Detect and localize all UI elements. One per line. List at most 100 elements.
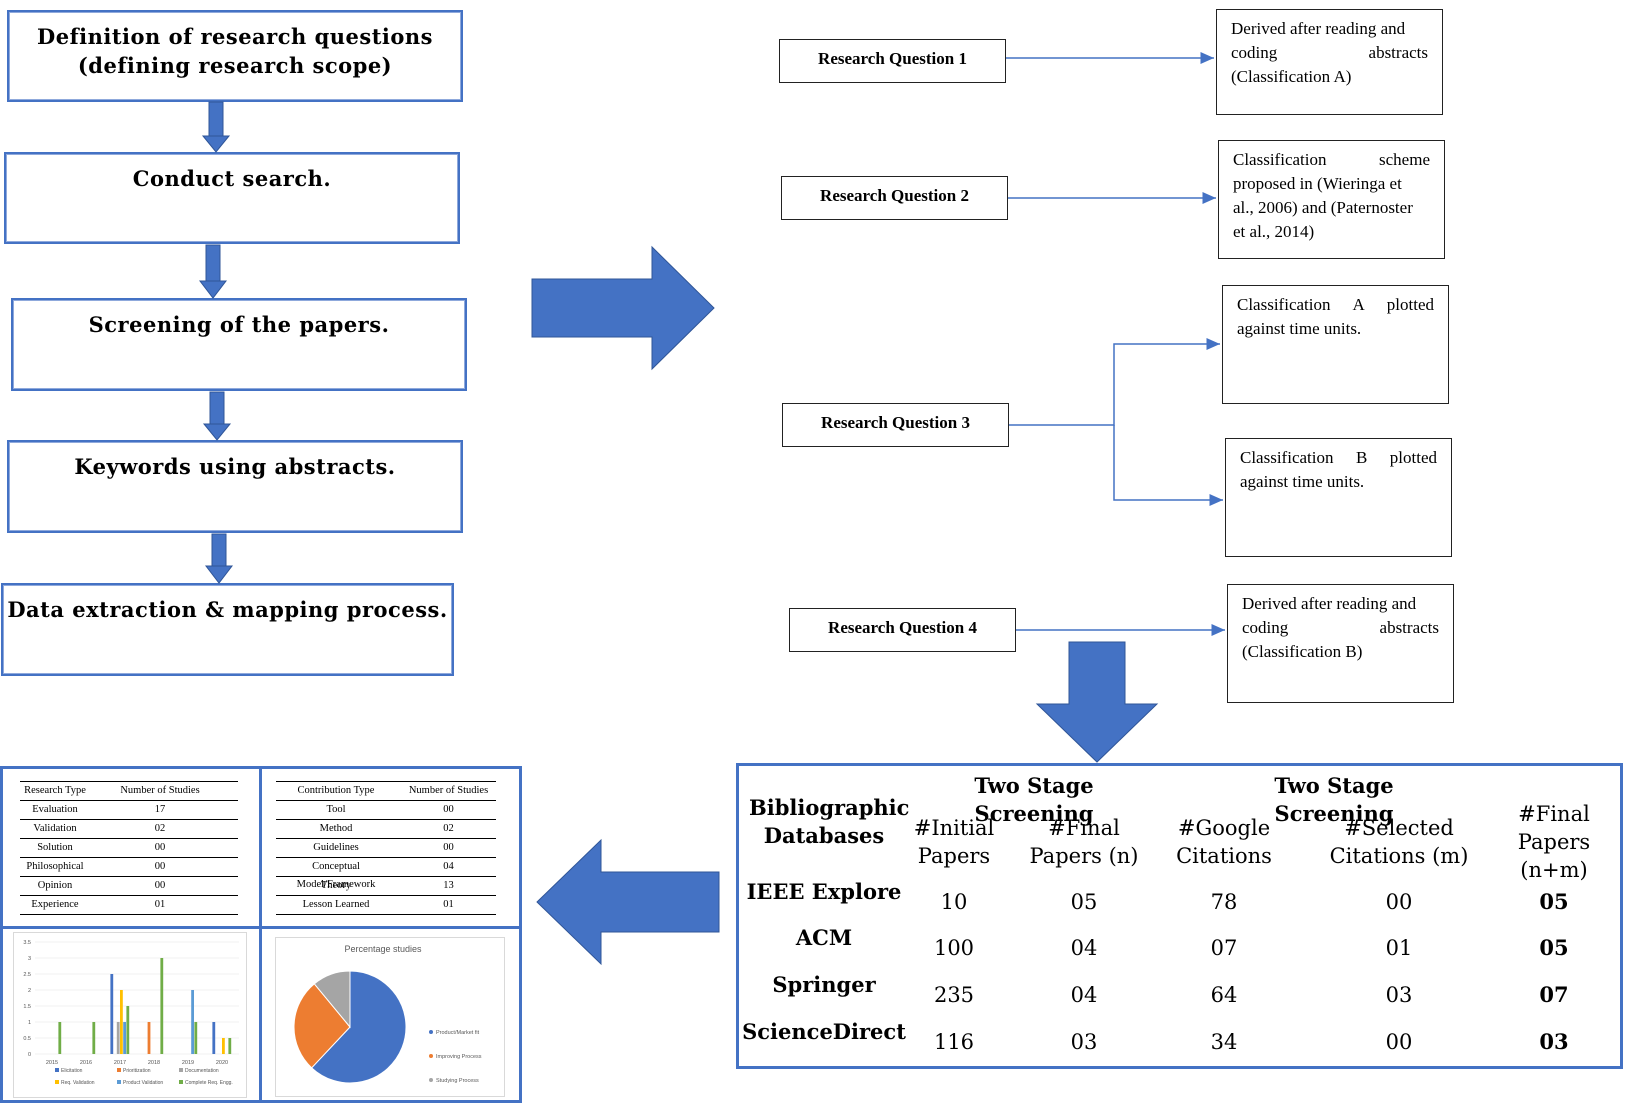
header-cell: Research Type xyxy=(24,785,86,796)
table-cell: 02 xyxy=(443,823,454,834)
table-cell: 05 xyxy=(1539,935,1569,960)
table-header-row: Research Type Number of Studies xyxy=(20,782,238,801)
header-google-citations: #Google Citations xyxy=(1159,814,1289,870)
panel-divider-vertical xyxy=(259,769,262,1103)
table-row: Opinion 00 xyxy=(20,877,238,896)
research-question-4: Research Question 4 xyxy=(789,608,1016,652)
table-row: Theory 13 xyxy=(276,877,496,896)
header-text: Databases xyxy=(763,823,885,848)
legend-label: Complete Req. Engg. xyxy=(185,1080,233,1086)
table-header-row: Contribution Type Number of Studies xyxy=(276,782,496,801)
cls-line: (Classification A) xyxy=(1231,67,1352,86)
header-selected-citations: #Selected Citations (m) xyxy=(1314,814,1484,870)
header-text: Citations (m) xyxy=(1329,844,1469,868)
table-cell: 64 xyxy=(1210,983,1238,1007)
rq-label: Research Question 2 xyxy=(820,186,969,205)
cls-line: Derived after reading and xyxy=(1242,594,1417,613)
table-cell: Tool xyxy=(326,804,346,815)
table-row: Lesson Learned 01 xyxy=(276,896,496,915)
legend-swatch xyxy=(55,1068,59,1072)
table-cell: 00 xyxy=(154,880,166,891)
bar xyxy=(116,1022,120,1054)
y-tick-label: 2 xyxy=(28,988,31,994)
legend-swatch xyxy=(429,1078,433,1082)
header-text: #Initial xyxy=(913,816,995,840)
cls-line: coding abstracts xyxy=(1242,618,1439,637)
legend-swatch xyxy=(179,1080,183,1084)
header-text: #Selected xyxy=(1344,816,1454,840)
y-tick-label: 3 xyxy=(28,956,31,962)
bar xyxy=(123,1022,126,1054)
table-cell: 04 xyxy=(1070,983,1098,1007)
down-arrow-icon xyxy=(201,101,231,153)
results-panel: Research Type Number of Studies Evaluati… xyxy=(0,766,522,1103)
table-cell: 05 xyxy=(1070,890,1098,914)
legend-label: Elicitation xyxy=(61,1068,83,1074)
table-cell: 01 xyxy=(443,899,454,910)
down-arrow-icon xyxy=(202,391,232,441)
header-text: Papers xyxy=(917,844,991,868)
table-cell: 03 xyxy=(1070,1030,1098,1054)
cls-line: Derived after reading and xyxy=(1231,19,1406,38)
x-tick-label: 2017 xyxy=(114,1060,126,1066)
cls-line: against time units. xyxy=(1240,472,1365,491)
flow-step-data-extraction: Data extraction & mapping process. xyxy=(1,583,454,676)
bar xyxy=(191,990,194,1054)
table-cell: Evaluation xyxy=(32,804,78,815)
y-tick-label: 0.5 xyxy=(23,1036,31,1042)
cls-line: coding abstracts xyxy=(1231,43,1428,62)
pie-slice xyxy=(293,983,351,1069)
table-cell: Theory xyxy=(320,880,352,891)
legend-swatch xyxy=(117,1080,121,1084)
table-row-db: ScienceDirect xyxy=(742,1019,906,1044)
cls-line: al., 2006) and (Paternoster xyxy=(1233,198,1413,217)
panel-divider-horizontal xyxy=(3,926,522,929)
x-tick-label: 2018 xyxy=(148,1060,160,1066)
legend-swatch xyxy=(55,1080,59,1084)
header-cell: Number of Studies xyxy=(408,785,489,796)
legend-swatch xyxy=(429,1054,433,1058)
header-cell: Contribution Type xyxy=(297,785,375,796)
table-cell: Guidelines xyxy=(313,842,359,853)
flow-step-text: Data extraction & mapping process. xyxy=(7,597,448,622)
x-tick-label: 2019 xyxy=(182,1060,194,1066)
header-text: #Final xyxy=(1048,816,1120,840)
header-cell: Number of Studies xyxy=(120,785,200,796)
table-cell: Experience xyxy=(31,899,79,910)
y-tick-label: 1 xyxy=(28,1020,31,1026)
table-row-db: IEEE Explore xyxy=(746,879,902,904)
flow-arrows xyxy=(198,101,234,584)
legend-swatch xyxy=(117,1068,121,1072)
table-cell: 00 xyxy=(154,842,166,853)
header-final-papers: #Final Papers (n) xyxy=(1019,814,1149,870)
classification-box-2: Classification scheme proposed in (Wieri… xyxy=(1218,140,1445,259)
pie-slice xyxy=(313,970,351,1029)
table-cell: 10 xyxy=(940,890,968,914)
flow-step-text: Definition of research questions xyxy=(37,24,433,49)
table-cell: Conceptual Model/Framework xyxy=(296,861,376,890)
bar xyxy=(160,958,164,1054)
rq-label: Research Question 3 xyxy=(821,413,970,432)
table-cell: 07 xyxy=(1539,982,1569,1007)
table-cell: 13 xyxy=(443,880,454,891)
table-cell: 00 xyxy=(443,804,454,815)
table-cell: 17 xyxy=(154,804,166,815)
table-cell: 00 xyxy=(1385,1030,1413,1054)
rq-label: Research Question 1 xyxy=(818,49,967,68)
classification-box-4: Derived after reading and coding abstrac… xyxy=(1227,584,1454,703)
contribution-type-table: Contribution Type Number of Studies Tool… xyxy=(276,781,496,915)
table-cell: 78 xyxy=(1210,890,1238,914)
legend-label: Product Validation xyxy=(123,1080,163,1086)
left-arrow-icon xyxy=(536,838,720,966)
y-tick-label: 2.5 xyxy=(23,972,31,978)
flow-step-keywords: Keywords using abstracts. xyxy=(7,440,463,533)
flow-step-definition: Definition of research questions (defini… xyxy=(7,10,463,102)
table-cell: 03 xyxy=(1539,1029,1569,1054)
table-cell: Validation xyxy=(33,823,77,834)
table-cell: 01 xyxy=(154,899,166,910)
x-tick-label: 2016 xyxy=(80,1060,92,1066)
cls-line: proposed in (Wieringa et xyxy=(1233,174,1402,193)
rq-label: Research Question 4 xyxy=(828,618,977,637)
cls-line: Classification scheme xyxy=(1233,150,1430,169)
